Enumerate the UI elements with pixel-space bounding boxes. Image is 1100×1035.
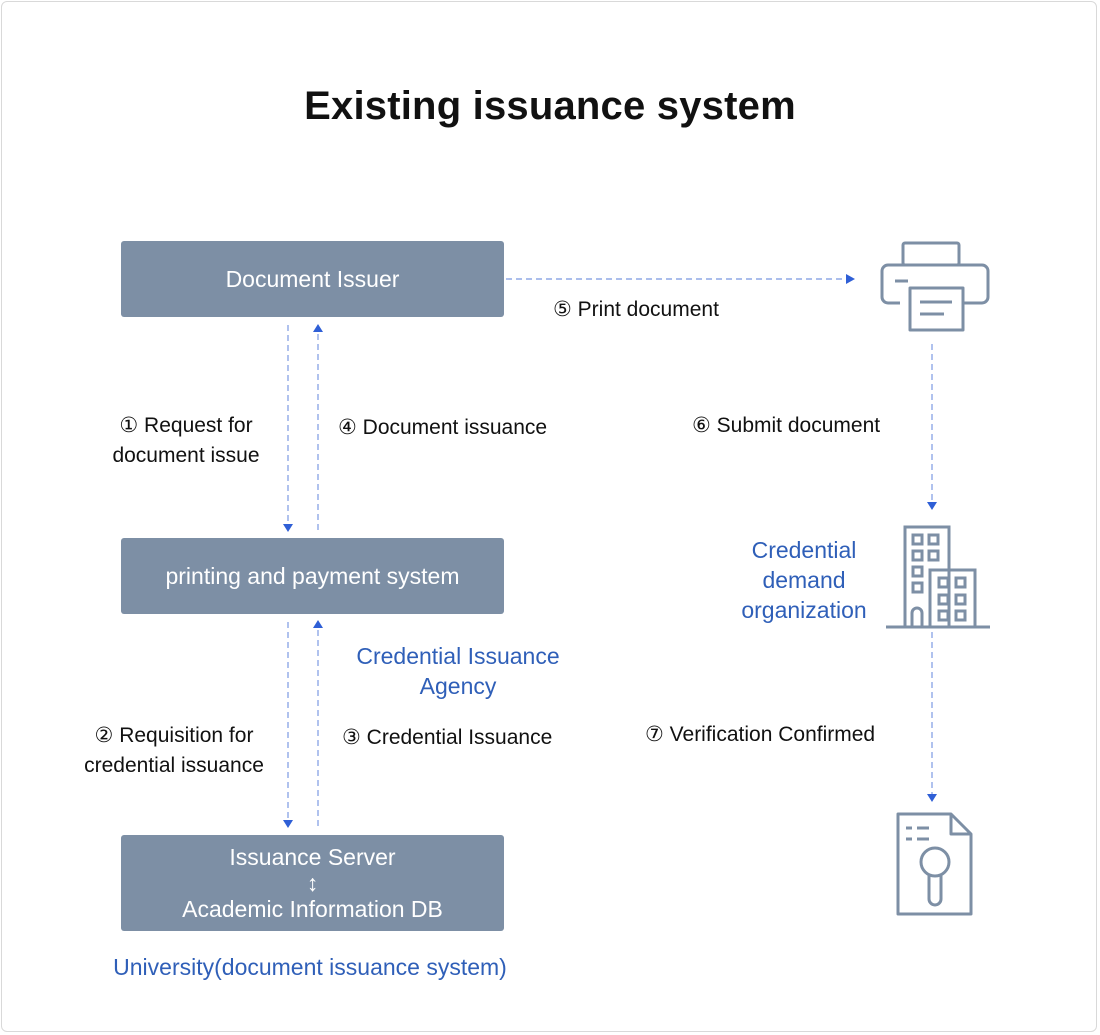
arrow-6-head (927, 502, 937, 510)
step-6-label: ⑥ Submit document (692, 414, 881, 437)
org-line-3: organization (741, 597, 867, 623)
arrow-3-head (313, 620, 323, 628)
diagram-title: Existing issuance system (304, 84, 796, 128)
step-1-label: ① Request for document issue (96, 411, 276, 471)
step-3-label: ③ Credential Issuance (342, 726, 553, 749)
step-2-line-2: credential issuance (84, 754, 264, 777)
document-search-icon (896, 812, 973, 916)
arrow-1-head (283, 524, 293, 532)
building-icon (886, 525, 990, 629)
step-1-line-1: ① Request for (119, 414, 253, 437)
arrow-4-head (313, 324, 323, 332)
document-issuer-box: Document Issuer (121, 241, 504, 317)
issuance-server-box: Issuance Server ↕ Academic Information D… (121, 835, 504, 931)
document-issuer-label: Document Issuer (225, 266, 400, 292)
credential-demand-organization-label: Credential demand organization (724, 535, 884, 625)
org-line-2: demand (762, 567, 846, 593)
step-2-label: ② Requisition for credential issuance (66, 721, 282, 781)
printing-payment-box: printing and payment system (121, 538, 504, 614)
step-7-label: ⑦ Verification Confirmed (645, 723, 876, 746)
printing-payment-label: printing and payment system (165, 563, 460, 589)
issuance-server-label: Issuance Server (229, 844, 396, 870)
step-5-label: ⑤ Print document (553, 298, 719, 321)
university-label: University(document issuance system) (113, 954, 507, 980)
step-4-label: ④ Document issuance (338, 416, 548, 439)
credential-issuance-agency-label: Credential Issuance Agency (340, 641, 576, 701)
step-2-line-1: ② Requisition for (94, 724, 254, 747)
agency-line-1: Credential Issuance (356, 643, 560, 669)
bidirectional-arrow-icon: ↕ (306, 870, 319, 896)
step-1-line-2: document issue (112, 444, 260, 467)
agency-line-2: Agency (419, 673, 497, 699)
academic-db-label: Academic Information DB (182, 896, 443, 922)
printer-icon (880, 241, 990, 332)
org-line-1: Credential (751, 537, 857, 563)
arrow-2-head (283, 820, 293, 828)
arrow-7-head (927, 794, 937, 802)
arrow-5-head (846, 274, 855, 284)
